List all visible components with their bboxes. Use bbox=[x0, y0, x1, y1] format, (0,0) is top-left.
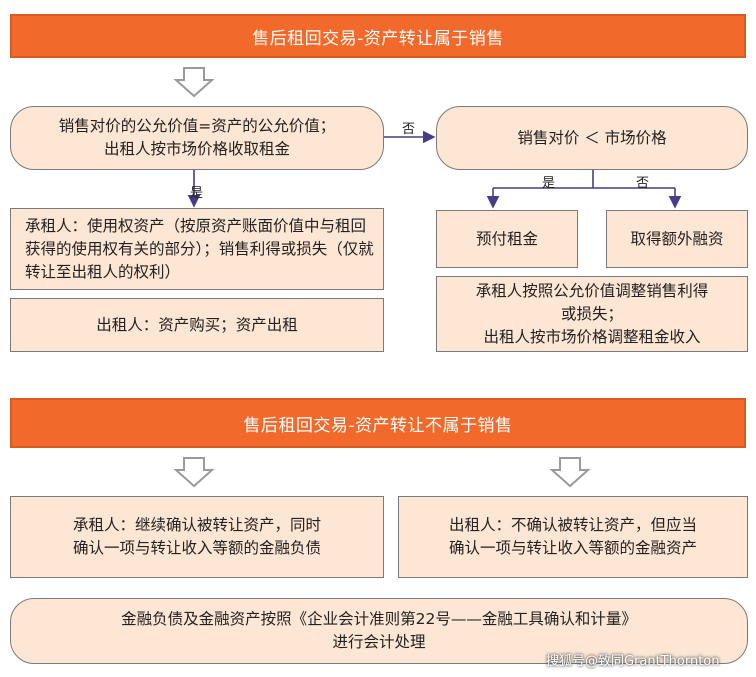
watermark: 搜狐号@致同GrantThornton bbox=[546, 654, 720, 669]
final-accounting-line2: 进行会计处理 bbox=[332, 633, 426, 651]
fair-value-question: 销售对价的公允价值=资产的公允价值； 出租人按市场价格收取租金 bbox=[10, 106, 384, 170]
market-price-question-text: 销售对价 ＜ 市场价格 bbox=[517, 128, 667, 147]
prepaid-rent-box: 预付租金 bbox=[436, 210, 578, 268]
prepaid-rent-text: 预付租金 bbox=[475, 229, 538, 248]
lessor-not-sale-line2: 确认一项与转让收入等额的金融资产 bbox=[448, 539, 697, 557]
lessee-not-sale-box: 承租人：继续确认被转让资产，同时 确认一项与转让收入等额的金融负债 bbox=[10, 496, 384, 578]
top-banner: 售后租回交易-资产转让属于销售 bbox=[10, 14, 746, 58]
yes-branch-label: 是 bbox=[190, 186, 204, 201]
lessee-not-sale-line2: 确认一项与转让收入等额的金融负债 bbox=[72, 539, 321, 557]
lessee-sale-box: 承租人：使用权资产（按原资产账面价值中与租回获得的使用权有关的部分）；销售利得或… bbox=[10, 208, 384, 290]
fair-value-question-line2: 出租人按市场价格收取租金 bbox=[103, 140, 290, 158]
adjustment-line1: 承租人按照公允价值调整销售利得 bbox=[475, 281, 709, 300]
lessee-not-sale-line1: 承租人：继续确认被转让资产，同时 bbox=[72, 516, 321, 534]
top-banner-title: 售后租回交易-资产转让属于销售 bbox=[252, 28, 504, 49]
adjustment-line3: 出租人按市场价格调整租金收入 bbox=[483, 327, 701, 346]
lessor-not-sale-line1: 出租人：不确认被转让资产，但应当 bbox=[448, 516, 697, 534]
final-accounting-box: 金融负债及金融资产按照《企业会计准则第22号——金融工具确认和计量》 进行会计处… bbox=[10, 598, 748, 664]
market-price-question: 销售对价 ＜ 市场价格 bbox=[436, 106, 748, 170]
bottom-banner-title: 售后租回交易-资产转让不属于销售 bbox=[243, 415, 513, 436]
no-branch-label: 否 bbox=[402, 122, 416, 137]
extra-financing-text: 取得额外融资 bbox=[630, 229, 724, 248]
bottom-banner: 售后租回交易-资产转让不属于销售 bbox=[10, 398, 746, 448]
down-arrow-icon bbox=[173, 67, 215, 98]
market-no-label: 否 bbox=[636, 176, 650, 191]
lessor-not-sale-box: 出租人：不确认被转让资产，但应当 确认一项与转让收入等额的金融资产 bbox=[398, 496, 748, 578]
lessor-sale-text: 出租人：资产购买；资产出租 bbox=[96, 315, 298, 334]
down-arrow-icon bbox=[173, 457, 215, 488]
lessee-sale-text: 承租人：使用权资产（按原资产账面价值中与租回获得的使用权有关的部分）；销售利得或… bbox=[25, 216, 374, 281]
final-accounting-line1: 金融负债及金融资产按照《企业会计准则第22号——金融工具确认和计量》 bbox=[121, 610, 637, 628]
fair-value-question-line1: 销售对价的公允价值=资产的公允价值； bbox=[58, 117, 336, 135]
down-arrow-icon bbox=[549, 457, 591, 488]
adjustment-line2: 或损失； bbox=[560, 304, 623, 323]
extra-financing-box: 取得额外融资 bbox=[606, 210, 748, 268]
adjustment-box: 承租人按照公允价值调整销售利得 或损失； 出租人按市场价格调整租金收入 bbox=[436, 276, 748, 352]
lessor-sale-box: 出租人：资产购买；资产出租 bbox=[10, 298, 384, 352]
market-yes-label: 是 bbox=[542, 176, 556, 191]
